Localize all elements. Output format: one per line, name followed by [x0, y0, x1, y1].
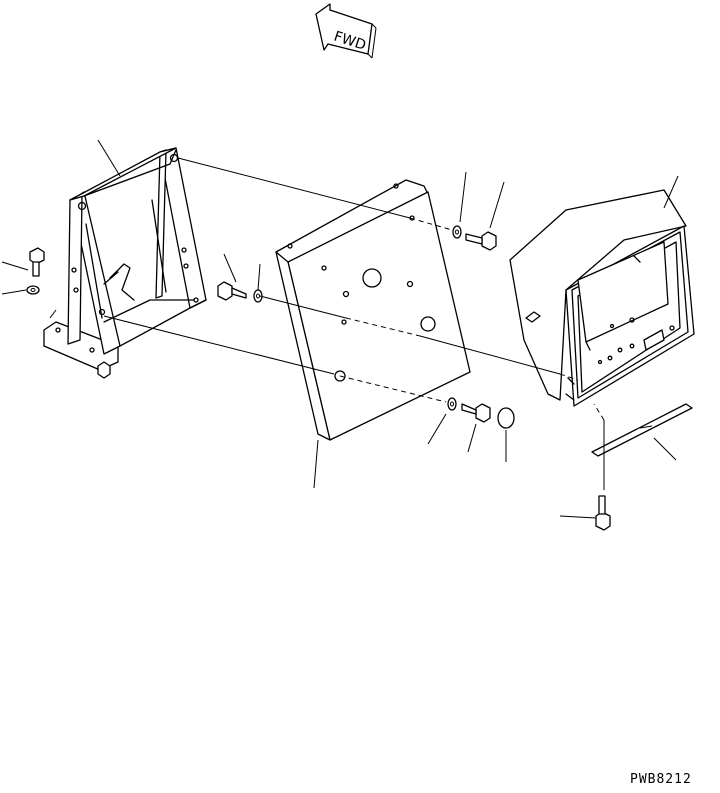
leader-lines [1, 139, 679, 519]
monitor-housing-icon [509, 189, 695, 407]
washer-icon [26, 225, 462, 411]
forward-arrow-icon: FWD [315, 3, 377, 59]
label-plate-icon [591, 403, 693, 457]
drawing-reference-code: PWB8212 [630, 772, 692, 787]
bracket-stand-icon [43, 147, 207, 371]
assembly-lines [103, 157, 605, 490]
bolt-icon [29, 231, 611, 531]
cap-icon [497, 407, 515, 429]
panel-plate-icon [275, 179, 471, 441]
